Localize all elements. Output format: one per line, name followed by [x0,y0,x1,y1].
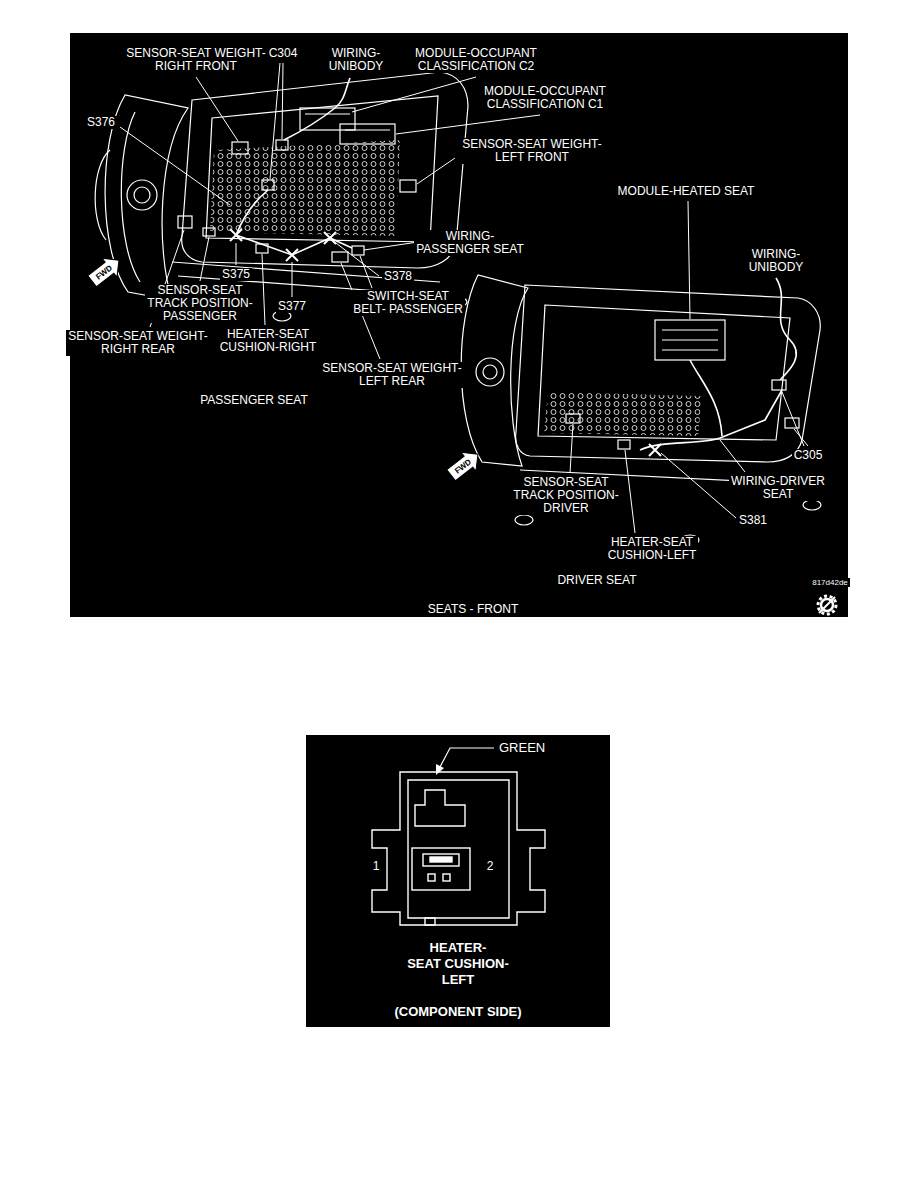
part-label: WIRING- UNIBODY [747,248,806,274]
splice-label: S381 [737,514,769,527]
connector-label: C304 [267,47,300,60]
part-label: SWITCH-SEAT BELT- PASSENGER [351,290,465,316]
part-label: WIRING- PASSENGER SEAT [414,230,526,256]
view-label: PASSENGER SEAT [198,394,310,407]
splice-label: S377 [276,300,308,313]
part-label: SENSOR-SEAT WEIGHT- RIGHT REAR [66,330,210,356]
part-label: MODULE-HEATED SEAT [616,185,757,198]
part-label: SENSOR-SEAT WEIGHT- LEFT REAR [320,362,464,388]
part-label: SENSOR-SEAT TRACK POSITION- DRIVER [511,476,620,515]
part-label: SENSOR-SEAT WEIGHT- LEFT FRONT [460,138,604,164]
connector-panel: GREEN 1 2HEATER- SEAT CUSHION- LEFT (COMPON… [306,735,610,1027]
view-label: DRIVER SEAT [555,574,638,587]
wire-color-label: GREEN [497,741,547,755]
direction-label: FWD [453,457,473,475]
splice-label: S378 [382,270,414,283]
part-label: HEATER-SEAT CUSHION-RIGHT [218,328,319,354]
connector-label: C305 [792,449,825,462]
direction-label: FWD [94,263,114,281]
connector-subtitle: (COMPONENT SIDE) [392,1004,523,1020]
pin-number: 2 [485,860,496,873]
connector-title: HEATER- SEAT CUSHION- LEFT [405,940,511,988]
splice-label: S375 [220,268,252,281]
figure-code: 817d42de [810,578,850,587]
pin-number: 1 [371,860,382,873]
part-label: MODULE-OCCUPANT CLASSIFICATION C1 [482,85,608,111]
part-label: HEATER-SEAT CUSHION-LEFT [606,536,699,562]
splice-label: S376 [85,116,117,129]
part-label: SENSOR-SEAT WEIGHT- RIGHT FRONT [124,47,268,73]
illustration-panel: SENSOR-SEAT WEIGHT- RIGHT FRONTC304WIRIN… [70,33,848,617]
part-label: SENSOR-SEAT TRACK POSITION- PASSENGER [145,284,254,323]
part-label: MODULE-OCCUPANT CLASSIFICATION C2 [413,47,539,73]
part-label: WIRING- UNIBODY [327,47,386,73]
figure-caption: SEATS - FRONT [426,603,520,616]
part-label: WIRING-DRIVER SEAT [729,475,827,501]
